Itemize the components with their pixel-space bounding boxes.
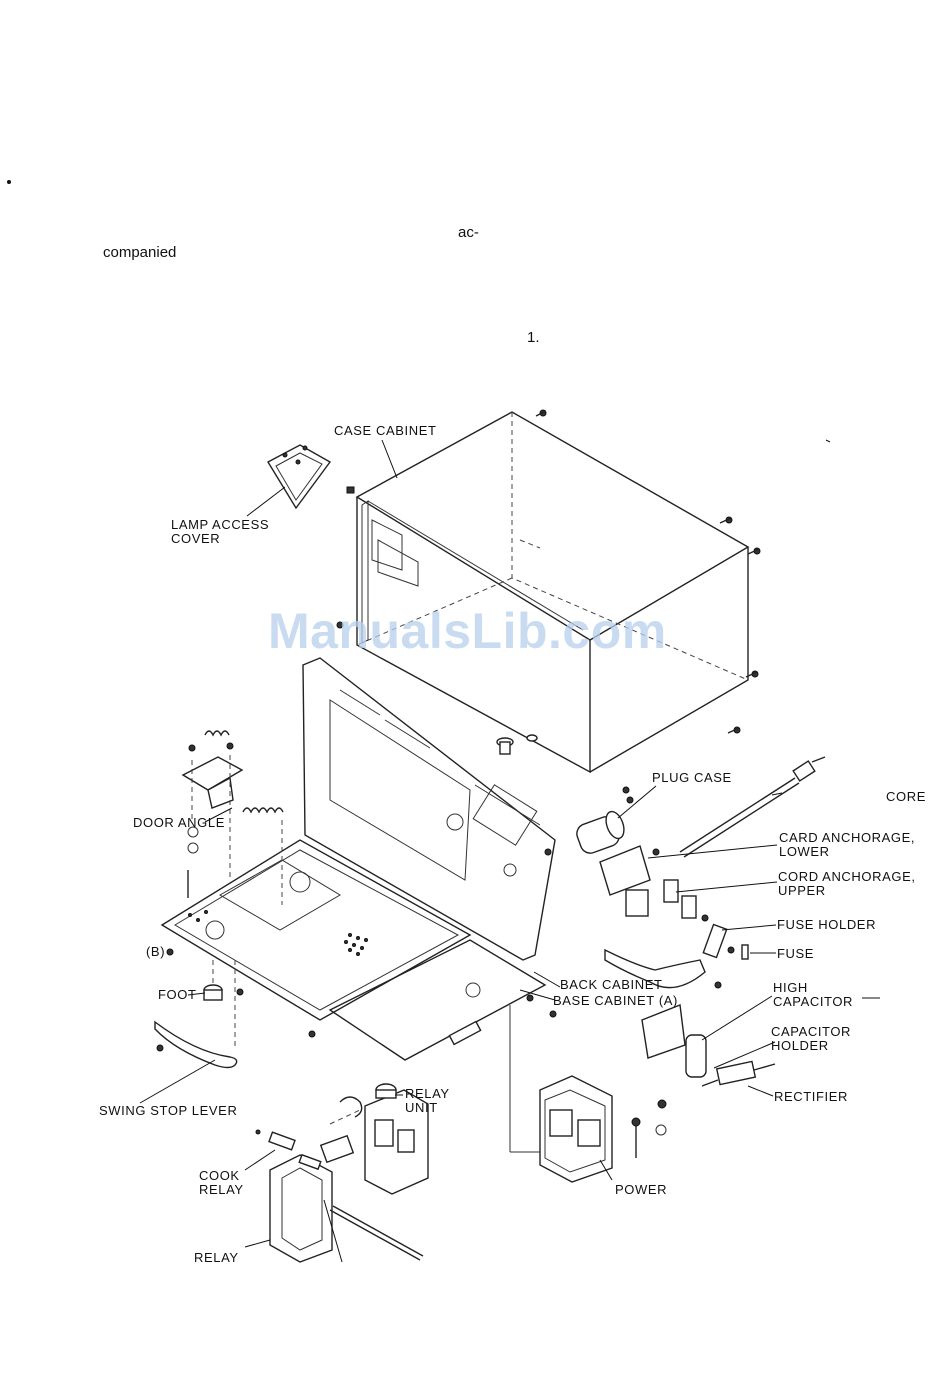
capacitor-drawing <box>642 1005 775 1086</box>
label-cord: CORE <box>886 790 926 804</box>
label-back-cabinet: BACK CABINET <box>560 978 663 992</box>
label-base-cabinet-a: BASE CABINET (A) <box>553 994 678 1008</box>
power-transformer-drawing <box>510 1005 666 1182</box>
label-case-cabinet: CASE CABINET <box>334 424 437 438</box>
label-relay: RELAY <box>194 1251 239 1265</box>
label-fuse: FUSE <box>777 947 814 961</box>
case-screws <box>337 410 760 733</box>
back-cabinet-drawing <box>303 658 555 960</box>
label-relay-unit: RELAY UNIT <box>405 1087 450 1115</box>
label-b: (B) <box>146 945 165 959</box>
label-plug-case: PLUG CASE <box>652 771 732 785</box>
label-high-capacitor: HIGH CAPACITOR <box>773 981 853 1009</box>
label-cord-anchorage-upper: CORD ANCHORAGE, UPPER <box>778 870 916 898</box>
label-cook-relay: COOK RELAY <box>199 1169 244 1197</box>
base-cabinet-drawing <box>162 840 556 1060</box>
foot-and-lever-drawing <box>155 960 237 1068</box>
label-door-angle: DOOR ANGLE <box>133 816 225 830</box>
label-card-anchorage-lower: CARD ANCHORAGE, LOWER <box>779 831 915 859</box>
label-foot: FOOT <box>158 988 197 1002</box>
label-rectifier: RECTIFIER <box>774 1090 848 1104</box>
lamp-access-cover-drawing <box>268 445 330 508</box>
case-cabinet-drawing <box>357 412 748 772</box>
watermark: ManualsLib.com <box>268 602 667 660</box>
anchorage-fuse-drawing <box>600 846 748 988</box>
label-lamp-access-cover: LAMP ACCESS COVER <box>171 518 269 546</box>
label-fuse-holder: FUSE HOLDER <box>777 918 876 932</box>
label-swing-stop-lever: SWING STOP LEVER <box>99 1104 237 1118</box>
label-power: POWER <box>615 1183 667 1197</box>
label-capacitor-holder: CAPACITOR HOLDER <box>771 1025 851 1053</box>
